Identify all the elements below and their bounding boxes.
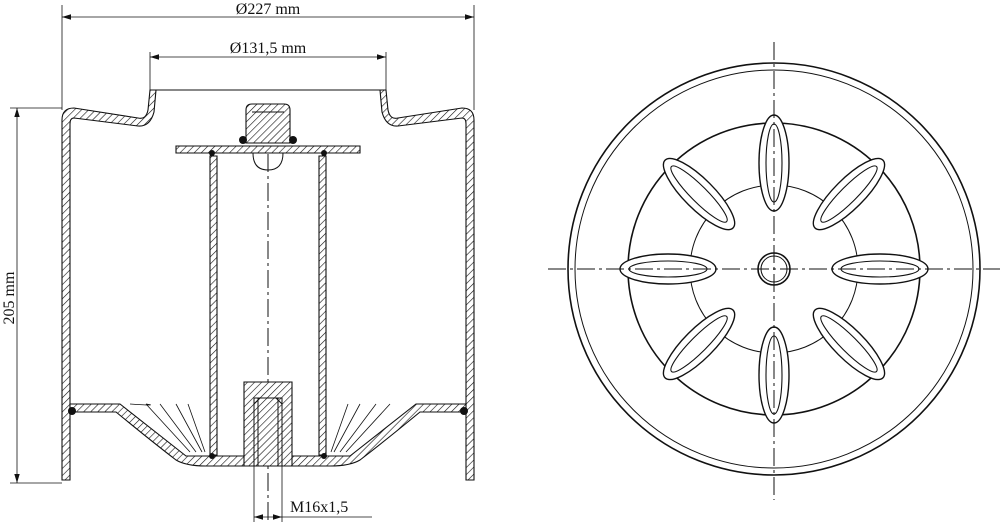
dim-outer-diameter: Ø227 mm [236, 1, 301, 18]
dim-height: 205 mm [1, 271, 18, 324]
seal-plate-left [209, 150, 215, 156]
piston-base [69, 403, 467, 467]
top-stud [245, 103, 291, 144]
radial-lobes [619, 114, 929, 424]
seal-right [289, 136, 297, 144]
seal-left [239, 136, 247, 144]
radial-lobe [662, 157, 736, 231]
bellows-wall [61, 89, 157, 481]
section-view: Ø227 mm Ø131,5 mm 205 mm M16x1,5 [1, 1, 475, 522]
radial-lobe [662, 307, 736, 381]
dim-inner-diameter: Ø131,5 mm [230, 40, 307, 57]
ball-joint [252, 152, 284, 171]
top-view [548, 42, 1000, 500]
bellows-wall-right [379, 89, 475, 481]
thread-chamfer [253, 397, 283, 405]
piston-tube-right [318, 155, 327, 456]
outer-circle-inner [574, 69, 974, 469]
seal-base-inner-left [209, 453, 215, 459]
radial-lobe [812, 157, 886, 231]
seal-plate-right [321, 150, 327, 156]
radial-lobe [812, 307, 886, 381]
bottom-insert [243, 381, 293, 467]
seal-base-right [460, 407, 468, 415]
piston-ribs [129, 403, 391, 453]
dim-thread: M16x1,5 [290, 499, 348, 516]
top-plate [175, 145, 361, 154]
outer-circle [567, 62, 981, 476]
piston-tube-left [209, 155, 218, 456]
seal-base-left [68, 407, 76, 415]
seal-base-inner-right [321, 453, 327, 459]
